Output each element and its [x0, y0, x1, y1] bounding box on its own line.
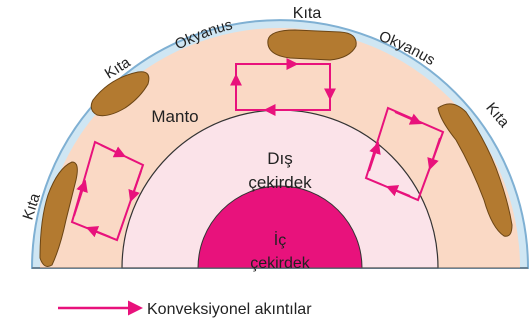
- continent-top: [268, 30, 356, 60]
- label-inner-core-2: çekirdek: [250, 255, 311, 272]
- legend: Konveksiyonel akıntılar: [58, 301, 312, 318]
- label-inner-core-1: İç: [274, 230, 286, 249]
- label-crust-top: Kıta: [293, 5, 322, 22]
- label-crust-right: Kıta: [482, 99, 513, 131]
- legend-label: Konveksiyonel akıntılar: [147, 301, 312, 318]
- label-outer-core-2: çekirdek: [248, 173, 312, 192]
- label-mantle: Manto: [151, 107, 198, 126]
- label-outer-core-1: Dış: [267, 149, 293, 168]
